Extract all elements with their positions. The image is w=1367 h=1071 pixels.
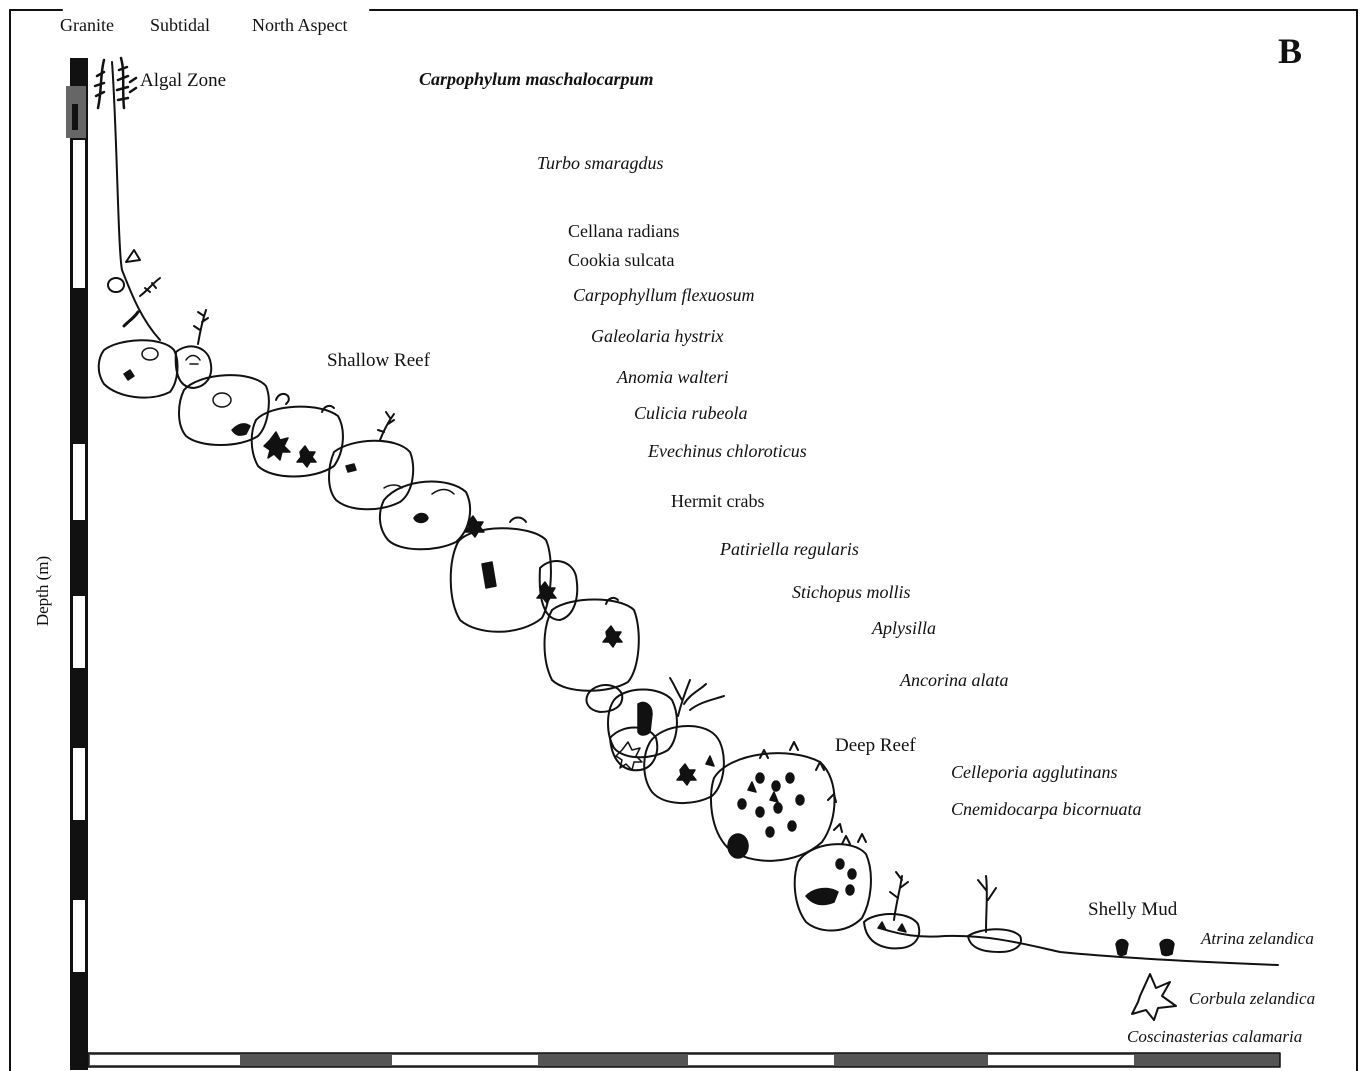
algal-fronds — [93, 56, 138, 110]
limpets — [275, 392, 867, 845]
boulder — [97, 339, 179, 399]
boulder — [793, 843, 872, 932]
panel-label: B — [1278, 31, 1303, 71]
boulder — [709, 752, 836, 862]
species-label: Coscinasterias calamaria — [1127, 1027, 1303, 1046]
species-label: Evechinus chloroticus — [648, 441, 807, 461]
upper-slope-organisms — [107, 249, 161, 328]
species-label: Anomia walteri — [617, 367, 729, 387]
rock-type-label: Granite — [60, 15, 114, 35]
boulder-organisms — [123, 347, 1175, 957]
species-label: Corbula zelandica — [1189, 989, 1316, 1008]
boulder — [643, 725, 725, 805]
boulder — [250, 405, 344, 478]
species-label: Carpophylum maschalocarpum — [419, 69, 654, 89]
zone-label-deep-reef: Deep Reef — [835, 735, 916, 756]
depth-axis-label: Depth (m) — [33, 555, 52, 627]
boulder — [967, 928, 1022, 953]
boulder — [178, 374, 270, 446]
boulder — [585, 684, 624, 713]
species-label: Cellana radians — [568, 221, 680, 241]
aspect-label: North Aspect — [252, 15, 348, 35]
species-label: Carpophyllum flexuosum — [573, 285, 755, 305]
boulder — [378, 480, 472, 551]
species-label: Cookia sulcata — [568, 250, 675, 270]
figure-frame — [9, 9, 1358, 1071]
species-label: Culicia rubeola — [634, 403, 748, 423]
boulders — [97, 339, 1022, 953]
zone-label-algal: Algal Zone — [140, 70, 227, 91]
species-label: Galeolaria hystrix — [591, 326, 724, 346]
boulder — [449, 527, 552, 633]
species-label: Celleporia agglutinans — [951, 762, 1118, 782]
boulder — [174, 345, 213, 389]
species-label: Turbo smaragdus — [537, 153, 664, 173]
boulder — [863, 913, 921, 950]
boulder — [543, 598, 640, 692]
boulder — [607, 688, 678, 759]
species-label: Ancorina alata — [900, 670, 1009, 690]
species-label: Hermit crabs — [671, 491, 765, 511]
horizontal-scale-bar — [87, 1052, 1281, 1068]
species-label: Cnemidocarpa bicornuata — [951, 799, 1142, 819]
species-label: Stichopus mollis — [792, 582, 911, 602]
boulder — [328, 439, 415, 511]
depth-scale-bar — [66, 58, 88, 1070]
species-label: Aplysilla — [872, 618, 936, 638]
species-label: Atrina zelandica — [1201, 929, 1314, 948]
boulder — [538, 560, 579, 621]
zone-label-shallow-reef: Shallow Reef — [327, 350, 430, 371]
boulder — [609, 726, 659, 772]
zone-label-shelly-mud: Shelly Mud — [1088, 899, 1178, 920]
rock-face-profile — [111, 61, 1279, 966]
branching-organisms — [193, 309, 1177, 1021]
species-label: Patiriella regularis — [720, 539, 859, 559]
zone-type-label: Subtidal — [150, 15, 211, 35]
